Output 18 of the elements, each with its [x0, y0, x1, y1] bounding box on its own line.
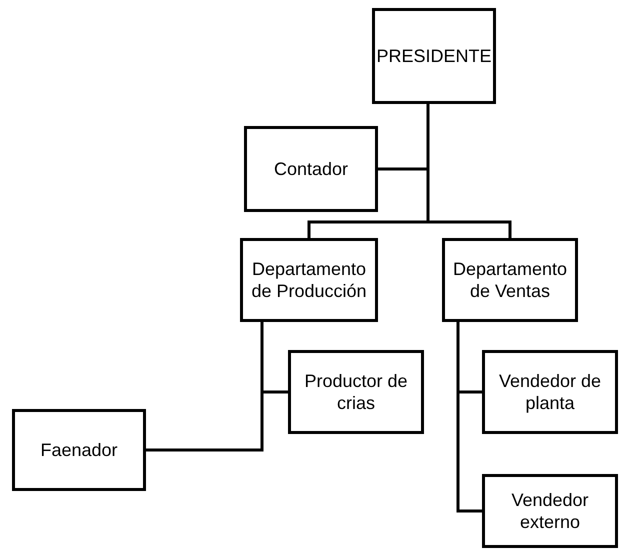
org-box	[244, 126, 378, 212]
org-box	[12, 409, 146, 491]
box-label: Vendedor externo	[510, 488, 590, 534]
box-label: Departamento de Ventas	[452, 258, 568, 302]
box-label: Vendedor de planta	[498, 370, 602, 414]
connector-line	[146, 322, 264, 452]
box-label: Contador	[274, 158, 348, 180]
org-box	[372, 8, 496, 104]
org-box	[240, 238, 378, 322]
connector-line	[456, 322, 482, 512]
org-box	[288, 350, 424, 434]
box-label: Faenador	[40, 438, 118, 462]
org-box	[442, 238, 578, 322]
org-box	[482, 350, 618, 434]
box-label: PRESIDENTE	[376, 44, 492, 68]
org-box	[482, 474, 618, 548]
box-label: Departamento de Producción	[250, 258, 368, 302]
box-label: Productor de crias	[303, 370, 409, 414]
